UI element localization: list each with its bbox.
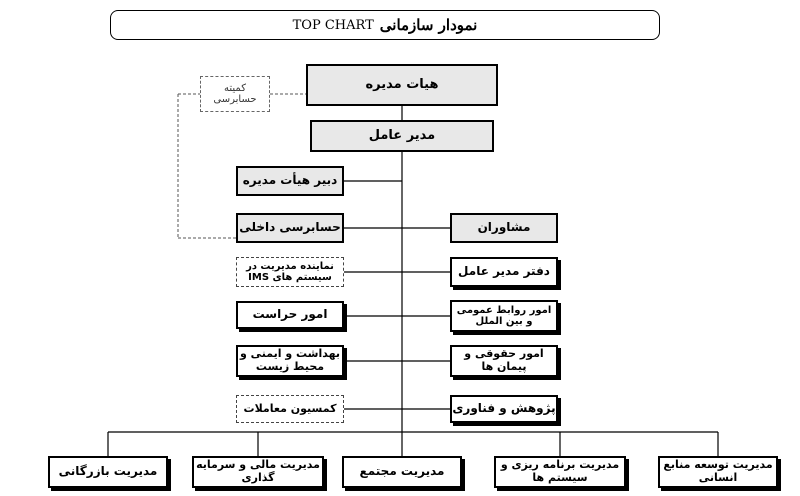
audit-dashed-connector	[177, 93, 306, 239]
planning-systems-management-box: مدیریت برنامه ریزی و سیستم ها	[494, 456, 626, 488]
board-of-directors-box: هیات مدیره	[306, 64, 498, 106]
hr-development-management-box: مدیریت توسعه منابع انسانی	[658, 456, 778, 488]
security-affairs-box: امور حراست	[236, 301, 344, 329]
internal-audit-box: حسابرسی داخلی	[236, 213, 344, 243]
finance-investment-management-box: مدیریت مالی و سرمایه گذاری	[192, 456, 324, 488]
research-technology-box: پژوهش و فناوری	[450, 395, 558, 423]
ceo-box: مدیر عامل	[310, 120, 494, 152]
hse-box: بهداشت و ایمنی و محیط زیست	[236, 345, 344, 377]
complex-management-box: مدیریت مجتمع	[342, 456, 462, 488]
chart-title-persian: نمودار سازمانی	[379, 16, 478, 34]
transactions-commission-box: کمسیون معاملات	[236, 395, 344, 423]
advisors-box: مشاوران	[450, 213, 558, 243]
solid-connectors	[107, 105, 719, 456]
audit-committee-box: کمیته حسابرسی	[200, 76, 270, 112]
ceo-office-box: دفتر مدیر عامل	[450, 257, 558, 287]
legal-affairs-box: امور حقوقی و پیمان ها	[450, 345, 558, 377]
chart-title: TOP CHART نمودار سازمانی	[110, 10, 660, 40]
chart-title-english: TOP CHART	[292, 17, 374, 33]
ims-representative-box: نماینده مدیریت در سیستم های IMS	[236, 257, 344, 287]
board-secretary-box: دبیر هیأت مدیره	[236, 166, 344, 196]
commercial-management-box: مدیریت بازرگانی	[48, 456, 168, 488]
public-relations-box: امور روابط عمومی و بین الملل	[450, 300, 558, 332]
